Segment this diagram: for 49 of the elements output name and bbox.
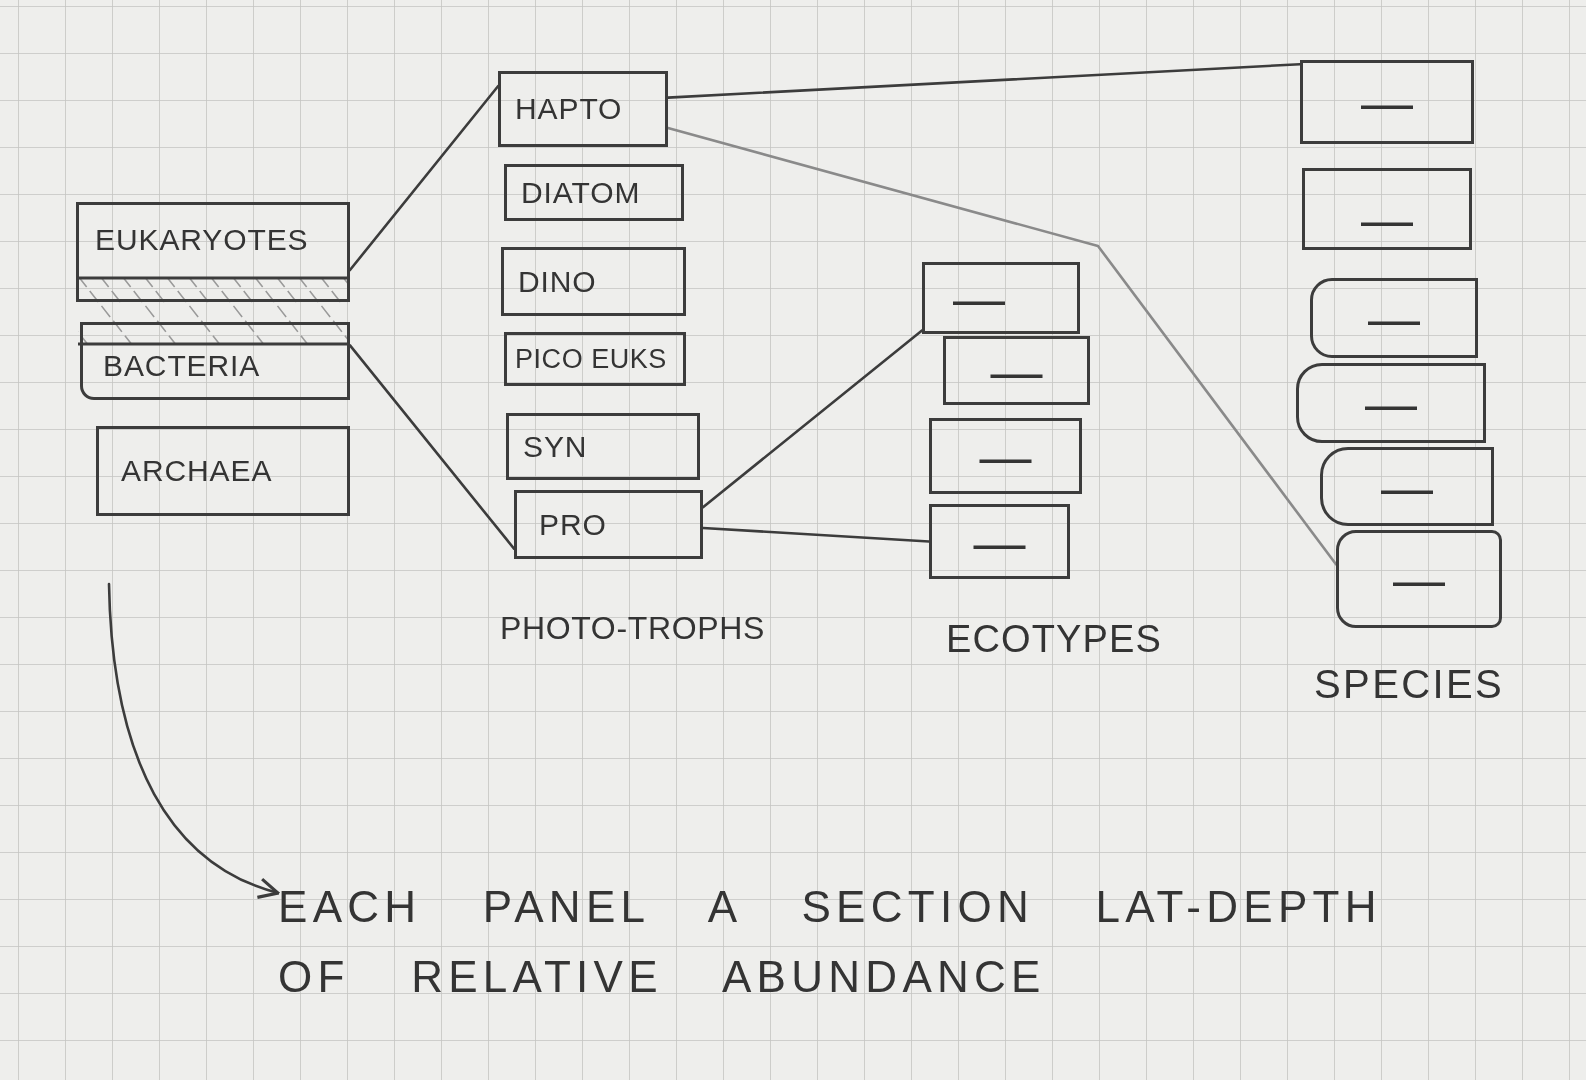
connector-line [666,126,1338,566]
placeholder-box [1296,363,1486,443]
box-label: EUKARYOTES [95,225,309,255]
placeholder-dash: — [1393,553,1445,605]
box-label: ARCHAEA [121,456,273,486]
placeholder-dash: — [953,272,1005,324]
category-box [501,247,686,316]
connector-line [348,84,500,272]
connector-line [666,62,1302,99]
placeholder-dash: — [973,515,1026,568]
category-box [80,322,350,400]
placeholder-box [1310,278,1478,358]
connector-line [701,526,931,543]
category-box [504,332,686,386]
column-label: PHOTO-TROPHS [500,612,765,644]
placeholder-dash: — [1368,292,1420,344]
connector-line [348,344,516,550]
placeholder-box [1320,447,1494,526]
placeholder-dash: — [979,430,1032,482]
box-label: DINO [518,266,597,297]
box-label: HAPTO [515,94,623,124]
curved-arrow [107,582,280,898]
note-text: EACH PANEL A SECTION LAT-DEPTH OF RELATIVE ABUNDANCE [278,872,1463,1012]
placeholder-box [1336,530,1502,628]
category-box [514,490,703,559]
column-label: SPECIES [1314,664,1505,704]
placeholder-box [929,418,1082,494]
box-label: DIATOM [521,177,641,208]
placeholder-dash: — [1381,460,1433,513]
box-label: PICO EUKS [515,345,667,373]
placeholder-box [929,504,1070,579]
box-label: SYN [523,431,588,462]
category-box [506,413,700,480]
connector-line [701,329,924,509]
category-box [498,71,668,147]
placeholder-box [1302,168,1472,250]
placeholder-dash: — [1361,193,1413,245]
placeholder-dash: — [1365,377,1417,429]
placeholder-dash: — [1361,76,1413,128]
box-label: BACTERIA [103,351,261,381]
category-box [96,426,350,516]
category-box [76,202,350,302]
column-label: ECOTYPES [946,620,1163,658]
box-label: PRO [539,509,607,540]
placeholder-box [1300,60,1474,144]
placeholder-dash: — [990,344,1043,397]
category-box [504,164,684,221]
placeholder-box [922,262,1080,334]
placeholder-box [943,336,1090,405]
